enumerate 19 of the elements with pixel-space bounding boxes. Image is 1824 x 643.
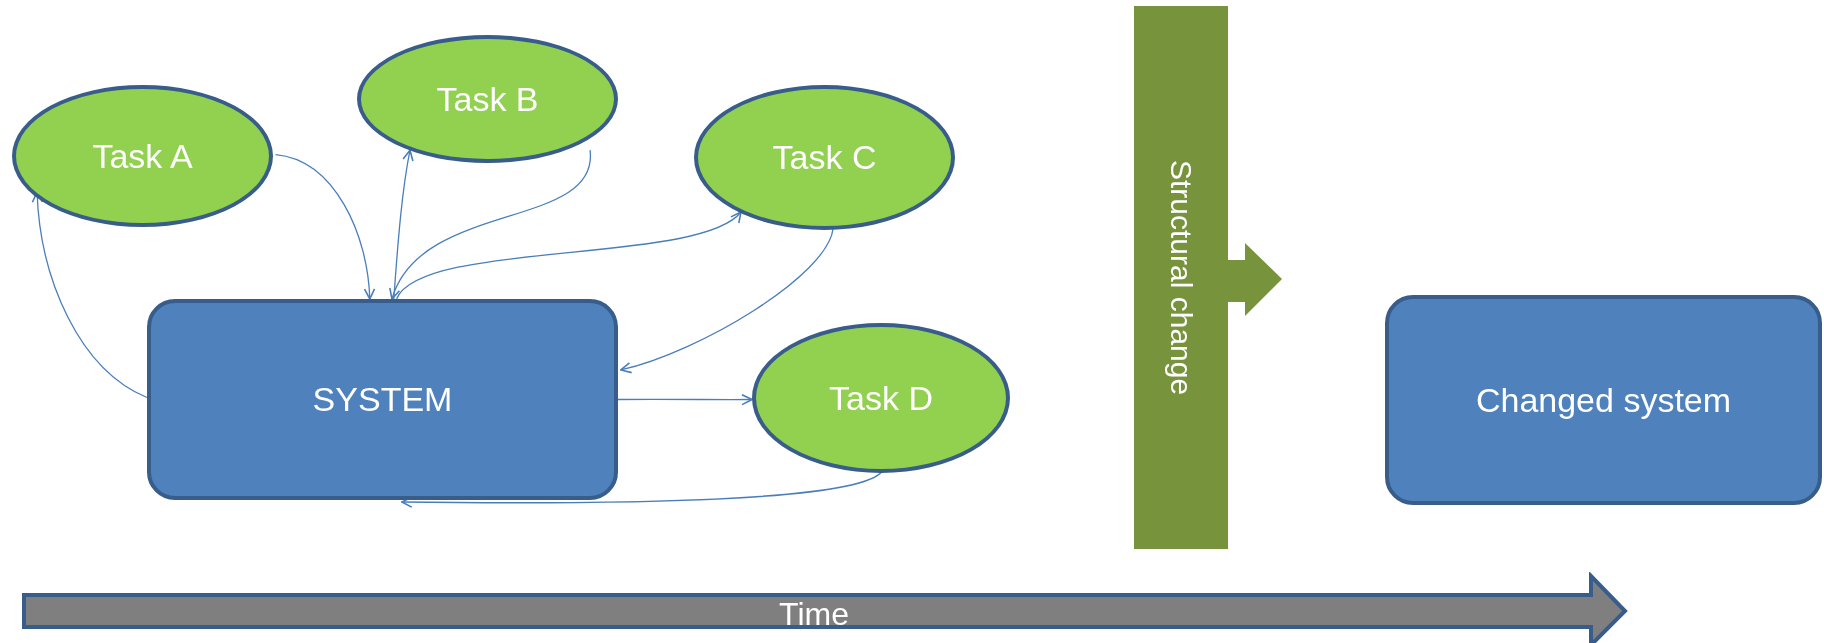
system-label: Changed system [1475, 379, 1732, 421]
arrow [274, 153, 375, 300]
system-box [1385, 295, 1822, 505]
system-label: SYSTEM [312, 379, 453, 420]
task-label: Task D [829, 377, 933, 419]
arrow [393, 149, 414, 300]
arrow [396, 211, 742, 300]
structural-change-arrow [1134, 6, 1284, 549]
task-label: Task A [92, 135, 193, 177]
time-arrow [20, 572, 1630, 643]
task-label: Task B [436, 78, 539, 120]
arrow [401, 470, 883, 508]
arrow [620, 227, 834, 373]
structural-change-label: Structural change [1163, 159, 1199, 396]
time-label: Time [779, 598, 849, 630]
arrow [390, 149, 591, 300]
arrow [617, 393, 753, 406]
task-label: Task C [772, 137, 877, 178]
system-box [147, 299, 618, 500]
